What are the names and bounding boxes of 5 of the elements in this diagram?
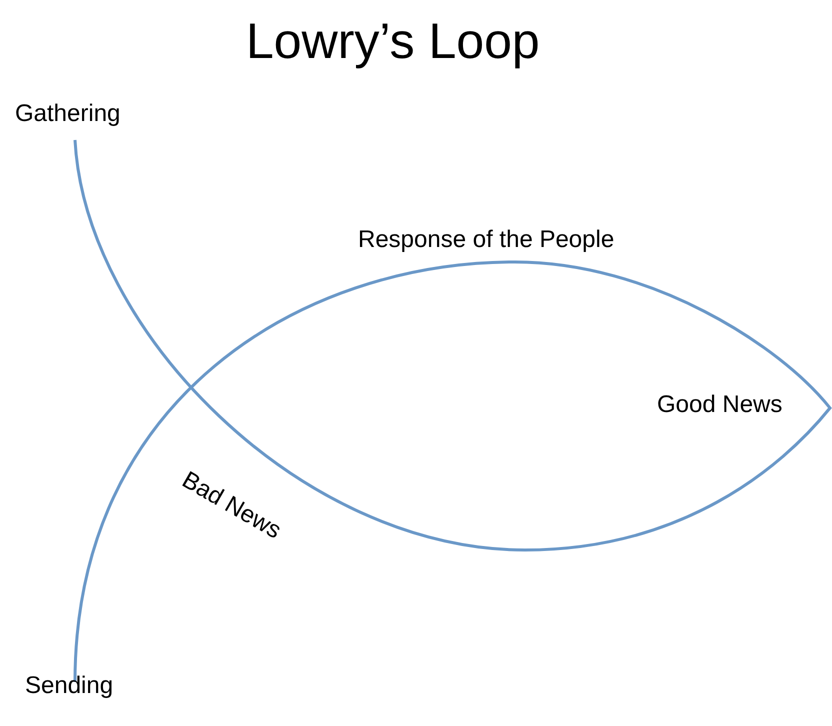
- title: Lowry’s Loop: [246, 16, 540, 66]
- curve-label: Response of the People: [358, 228, 614, 252]
- curve-label: Good News: [657, 393, 782, 417]
- curve-label: Gathering: [15, 102, 120, 126]
- curve-label: Sending: [25, 674, 114, 698]
